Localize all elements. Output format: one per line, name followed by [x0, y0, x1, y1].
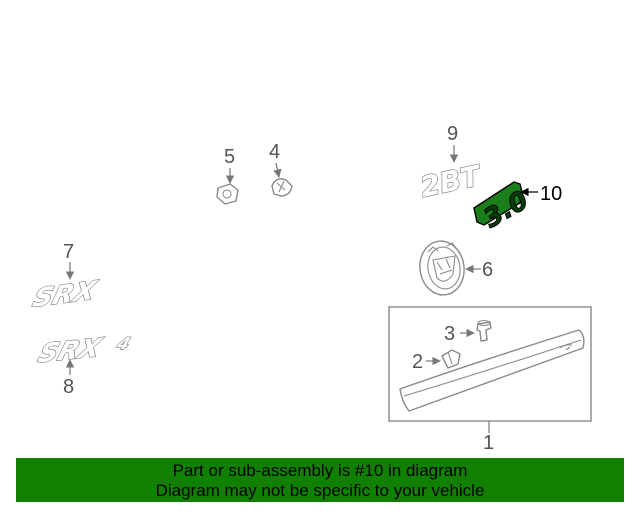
crest-inner-ring [427, 246, 461, 290]
stud-head [477, 319, 491, 327]
callout-1: 1 [483, 432, 494, 454]
notice-line-1: Part or sub-assembly is #10 in diagram [172, 461, 468, 480]
fastener-detail [447, 351, 453, 365]
callout-3: 3 [444, 323, 455, 345]
nut-body [216, 183, 239, 205]
assembly-box [388, 306, 592, 422]
emblem-2bt-lettering: 2BT [417, 159, 484, 204]
callout-4: 4 [269, 141, 280, 163]
notice-banner: Part or sub-assembly is #10 in diagram D… [16, 458, 624, 502]
part-3-stud[interactable]: 3 [444, 319, 492, 346]
nut-hole [222, 189, 232, 199]
emblem-3-0-lettering: 3.0 [479, 185, 534, 234]
part-7-emblem-srx[interactable]: 7 SRX [29, 241, 101, 314]
emblem-srx4-suffix: 4 [113, 335, 132, 353]
emblem-srx-lettering: SRX [30, 276, 100, 314]
notice-line-2: Diagram may not be specific to your vehi… [155, 481, 485, 500]
clip-detail [276, 180, 286, 193]
crest-wreath [427, 242, 457, 253]
part-6-crest-emblem[interactable]: 6 [416, 238, 493, 298]
applique-strip [399, 329, 585, 412]
applique-script-badge [559, 344, 573, 351]
crest-shield-detail [436, 258, 453, 275]
callout-8: 8 [63, 376, 74, 398]
callout-10: 10 [540, 183, 562, 205]
applique-edge [403, 339, 582, 397]
emblem-srx4-lettering: SRX [35, 333, 106, 369]
part-2-fastener[interactable]: 2 [412, 349, 461, 373]
part-1-applique-assembly[interactable]: 1 2 3 [388, 306, 592, 454]
fastener-body [441, 349, 461, 369]
callout-5: 5 [224, 146, 235, 168]
callout-7: 7 [63, 241, 74, 263]
callout-2: 2 [412, 351, 423, 373]
callout-6: 6 [482, 259, 493, 281]
part-8-emblem-srx4[interactable]: SRX 4 8 [34, 332, 134, 398]
part-9-emblem-2bt[interactable]: 9 2BT [417, 123, 486, 205]
emblem-3-0-plate [473, 181, 523, 226]
callout-9: 9 [447, 123, 458, 145]
part-4-clip[interactable]: 4 [269, 141, 293, 197]
part-5-nut[interactable]: 5 [216, 146, 239, 205]
leader-4 [273, 162, 282, 178]
part-10-emblem-3-0[interactable]: 3.0 10 [473, 181, 562, 235]
crest-shield [432, 255, 456, 282]
